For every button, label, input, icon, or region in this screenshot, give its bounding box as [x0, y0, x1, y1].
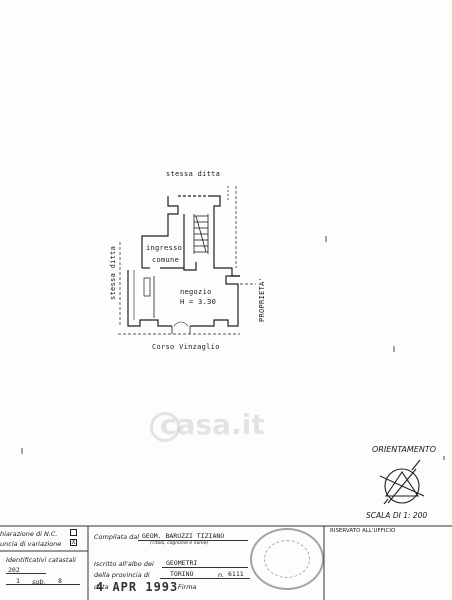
shop-outline — [127, 270, 172, 327]
label-street: Corso Vinzaglio — [152, 343, 220, 351]
decl-var-checkbox: X — [70, 539, 77, 546]
province-value: TORINO — [170, 570, 194, 578]
official-stamp-inner — [264, 540, 310, 578]
label-entrance: ingresso — [146, 244, 183, 252]
date-label: data — [94, 583, 109, 591]
label-right-property: PROPRIETA' — [258, 276, 266, 322]
sub-value: 8 — [58, 577, 62, 585]
decl-var-label: uncia di variazione — [0, 540, 62, 548]
official-stamp — [250, 528, 324, 590]
watermark: casa.it — [160, 408, 265, 441]
decl-nc-checkbox — [70, 529, 77, 536]
reserved-office-label: RISERVATO ALL'UFFICIO — [330, 528, 396, 534]
staircase — [193, 214, 209, 254]
signature-label: Firma — [178, 583, 197, 591]
date-stamp: 4 APR 1993 — [96, 580, 179, 594]
label-common: comune — [152, 256, 180, 264]
albo-label: Iscritto all'albo dei — [94, 560, 154, 568]
label-height: H = 3.30 — [180, 298, 217, 306]
province-label: della provincia di — [94, 571, 150, 579]
id-number: 1 — [16, 577, 20, 585]
compiled-hint: (Titolo, cognome e nome) — [150, 541, 209, 546]
label-top-neighbor: stessa ditta — [166, 170, 221, 178]
register-n-value: 6111 — [228, 570, 244, 578]
albo-value: GEOMETRI — [166, 559, 198, 567]
compiled-label: Compilata dal — [94, 533, 140, 541]
label-left-neighbor: stessa ditta — [109, 245, 117, 300]
scale-label: SCALA DI 1: 200 — [366, 511, 428, 520]
watermark-logo-icon — [150, 412, 180, 442]
stair-block-outline — [141, 196, 179, 268]
sub-label: sub. — [32, 578, 46, 586]
decl-nc-label: hiarazione di N.C. — [0, 530, 58, 538]
register-n-label: n. — [218, 571, 225, 579]
orientation-compass — [379, 459, 425, 505]
id-foglio: 202 — [8, 566, 20, 574]
compiled-name: GEOM. BARUZZI TIZIANO — [142, 532, 225, 540]
ids-title: Identificativi catastali — [6, 556, 76, 564]
orientation-title: ORIENTAMENTO — [372, 445, 437, 454]
label-shop: negozio — [180, 288, 212, 296]
